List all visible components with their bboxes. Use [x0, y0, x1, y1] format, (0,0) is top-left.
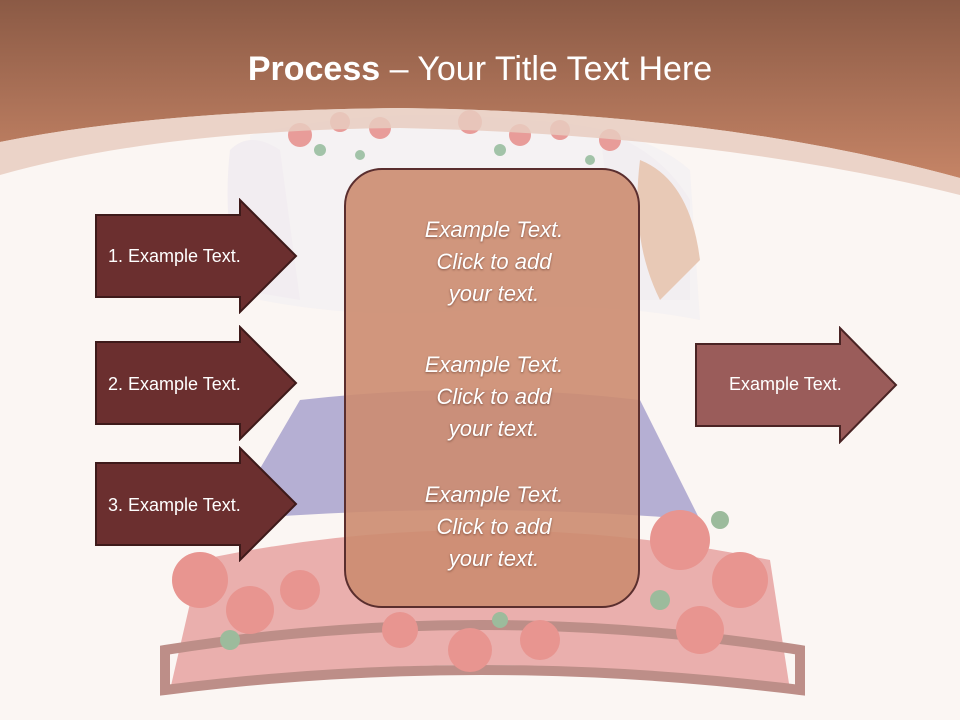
center-block-2-line-1: Example Text.	[424, 352, 564, 377]
slide-title: Process – Your Title Text Here	[0, 50, 960, 89]
left-arrow-3-label: 3. Example Text.	[108, 495, 241, 515]
right-arrow-shape	[695, 326, 898, 444]
center-block-2-line-2: Click to add	[436, 384, 552, 409]
left-arrow-2-shape	[95, 325, 298, 441]
center-block-1-line-3: your text.	[448, 281, 540, 306]
left-arrow-2-label: 2. Example Text.	[108, 374, 241, 394]
center-block-1: Example Text. Click to add your text.	[346, 214, 642, 310]
center-block-2-line-3: your text.	[448, 416, 540, 441]
center-block-2: Example Text. Click to add your text.	[346, 349, 642, 445]
center-block-3-line-1: Example Text.	[424, 482, 564, 507]
right-arrow-label: Example Text.	[729, 374, 842, 394]
header-swoosh	[0, 108, 960, 195]
left-arrow-3-shape	[95, 446, 298, 562]
header-band	[0, 0, 960, 178]
center-block-1-line-2: Click to add	[436, 249, 552, 274]
title-bold: Process	[247, 50, 381, 88]
center-block-1-line-1: Example Text.	[424, 217, 564, 242]
center-text-box[interactable]: Example Text. Click to add your text. Ex…	[344, 168, 640, 608]
center-block-3-line-3: your text.	[448, 546, 540, 571]
center-block-3-line-2: Click to add	[436, 514, 552, 539]
center-block-3: Example Text. Click to add your text.	[346, 479, 642, 575]
left-arrow-1-label: 1. Example Text.	[108, 246, 241, 266]
left-arrow-1-shape	[95, 198, 298, 314]
title-rest: – Your Title Text Here	[380, 50, 713, 88]
